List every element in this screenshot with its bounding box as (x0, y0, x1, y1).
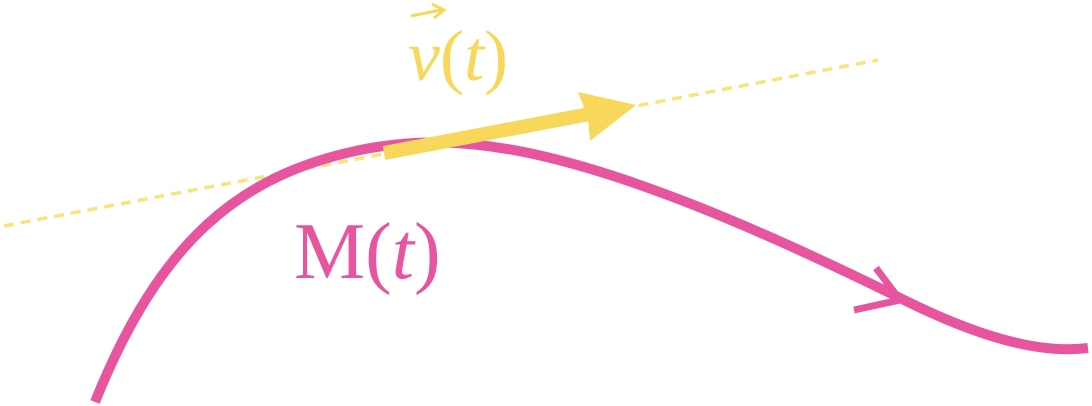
curve-path (90, 137, 1089, 404)
curve-point-symbol: M (294, 208, 365, 296)
curve-label: M(t) (294, 208, 441, 296)
right-arrow-icon (578, 92, 636, 141)
velocity-vector-shaft (382, 105, 602, 160)
velocity-open-paren: ( (440, 16, 464, 96)
direction-arrow-icon (853, 265, 907, 314)
curve-open-paren: ( (365, 208, 392, 296)
curve-var: t (392, 208, 416, 296)
velocity-label: v(t) (408, 16, 508, 96)
curve-close-paren: ) (414, 208, 441, 296)
velocity-close-paren: ) (484, 16, 508, 96)
velocity-var: t (464, 16, 486, 96)
vector-accent-arrow-icon (431, 2, 447, 20)
velocity-symbol: v (408, 16, 440, 96)
vector-accent-line (410, 8, 442, 18)
